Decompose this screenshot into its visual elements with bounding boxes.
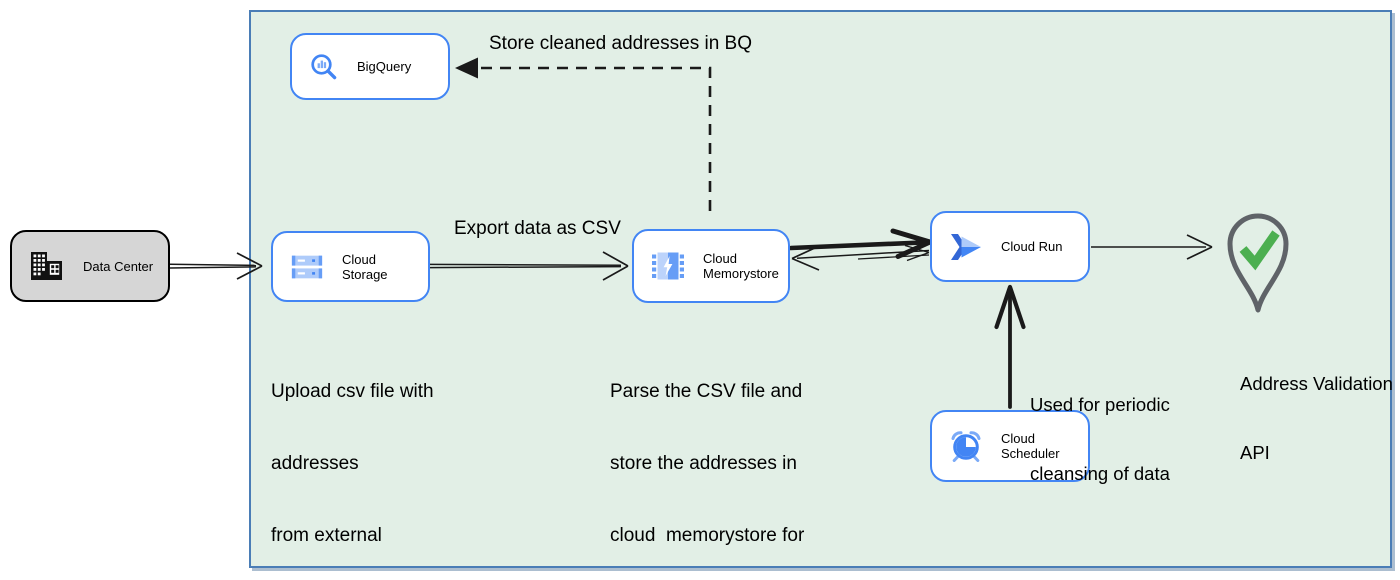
label-line: API: [1240, 442, 1270, 463]
node-label: Cloud Memorystore: [703, 251, 779, 281]
node-label: Cloud Storage: [342, 251, 388, 282]
upload-note: Upload csv file with addresses from exte…: [271, 332, 434, 580]
data-center-icon: [29, 250, 65, 282]
checkmark-icon: [1239, 230, 1280, 271]
scheduler-note: Used for periodic cleansing of data: [1030, 347, 1170, 531]
label-line: Address Validation: [1240, 373, 1393, 394]
note-line: cleansing of data: [1030, 463, 1170, 484]
cloud-storage-icon: [290, 254, 324, 280]
export-csv-annotation: Export data as CSV: [454, 218, 621, 239]
note-line: addresses: [271, 453, 359, 474]
node-label: BigQuery: [357, 59, 412, 74]
note-line: Used for periodic: [1030, 394, 1170, 415]
node-cloud-memorystore[interactable]: Cloud Memorystore: [632, 229, 790, 303]
node-cloud-run[interactable]: Cloud Run: [930, 211, 1090, 282]
note-line: cloud memorystore for: [610, 525, 805, 546]
note-line: store the addresses in: [610, 453, 797, 474]
node-cloud-scheduler[interactable]: Cloud Scheduler: [930, 410, 1090, 482]
address-validation-pin[interactable]: [1222, 208, 1294, 331]
node-data-center[interactable]: Data Center: [10, 230, 170, 302]
note-line: Upload csv file with: [271, 381, 434, 402]
node-label: Data Center: [83, 258, 154, 274]
bigquery-icon: [309, 52, 339, 82]
location-pin-icon: [1227, 213, 1289, 313]
node-label: Cloud Run: [1001, 239, 1063, 254]
note-line: from external: [271, 525, 382, 546]
node-label: Cloud Scheduler: [1001, 431, 1060, 461]
store-bq-annotation: Store cleaned addresses in BQ: [489, 33, 752, 54]
node-cloud-storage[interactable]: Cloud Storage: [271, 231, 430, 302]
address-validation-label: Address Validation API: [1240, 326, 1393, 510]
parse-note: Parse the CSV file and store the address…: [610, 332, 819, 580]
cloud-run-icon: [949, 233, 983, 261]
gcp-boundary: [249, 10, 1392, 568]
cloud-memorystore-icon: [651, 251, 685, 281]
cloud-scheduler-icon: [949, 430, 983, 462]
node-bigquery[interactable]: BigQuery: [290, 33, 450, 100]
note-line: Parse the CSV file and: [610, 381, 803, 402]
